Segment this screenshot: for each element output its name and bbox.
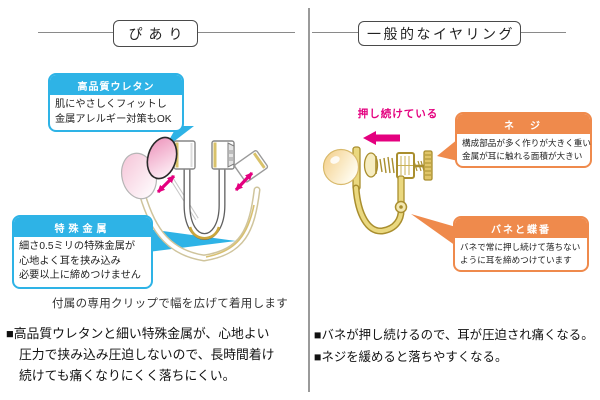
- callout-spring-hinge: バネと蝶番 バネで常に押し続けて落ちない ように耳を締めつけています: [453, 216, 589, 272]
- screw-mechanism: [363, 150, 433, 181]
- spring-coil: [379, 156, 395, 174]
- right-panel-title: 一般的なイヤリング: [358, 21, 521, 46]
- callout-urethane: 高品質ウレタン 肌にやさしくフィットし 金属アレルギー対策もOK: [48, 73, 184, 133]
- callout-screw-line: 構成部品が多く作りが大きく重い: [462, 138, 591, 148]
- left-summary-line: 続けても痛くなりにくく落ちにくい。: [19, 368, 236, 383]
- ear-hook: [352, 184, 405, 235]
- pearl-pad: [322, 148, 360, 186]
- callout-special-metal-line: 細さ0.5ミリの特殊金属が: [19, 241, 136, 252]
- screw-earring-illustration: [322, 131, 458, 246]
- clip-cylinder: [234, 150, 269, 183]
- left-panel-title-label: ぴあり: [128, 25, 189, 42]
- squeeze-arrow-left: [156, 174, 176, 194]
- center-divider: [308, 8, 310, 392]
- left-summary-line: ■高品質ウレタンと細い特殊金属が、心地よい: [6, 326, 270, 341]
- callout-special-metal-line: 心地よく耳を挟み込み: [19, 255, 121, 267]
- callout-special-metal: 特殊金属 細さ0.5ミリの特殊金属が 心地よく耳を挟み込み 必要以上に締めつけま…: [12, 215, 153, 289]
- callout-screw-line: 金属が耳に触れる面積が大きい: [462, 150, 583, 161]
- left-summary-note: ■高品質ウレタンと細い特殊金属が、心地よい 圧力で挟み込み圧迫しないので、長時間…: [6, 323, 302, 386]
- squeeze-arrow-right: [234, 171, 254, 192]
- special-metal-u-wire: [183, 162, 226, 240]
- screw-knob: [423, 150, 433, 181]
- piari-earring-illustration: [120, 126, 269, 262]
- callout-urethane-title: 高品質ウレタン: [50, 75, 182, 95]
- right-summary-line: ■バネが押し続けるので、耳が圧迫され痛くなる。: [314, 328, 594, 342]
- right-summary-note: ■バネが押し続けるので、耳が圧迫され痛くなる。 ■ネジを緩めると落ちやすくなる。: [314, 324, 598, 368]
- push-arrow-icon: [363, 131, 400, 145]
- callout-urethane-line: 肌にやさしくフィットし: [55, 99, 167, 110]
- push-annotation: 押し続けている: [357, 108, 439, 120]
- callout-screw-title: ネ ジ: [457, 114, 590, 134]
- left-figure-caption: 付属の専用クリップで幅を広げて着用します: [52, 298, 288, 310]
- hinge: [394, 200, 408, 214]
- urethane-pad-front: [146, 136, 178, 180]
- left-panel-title: ぴあり: [113, 20, 198, 47]
- right-summary-line: ■ネジを緩めると落ちやすくなる。: [314, 350, 508, 364]
- callout-tail-screw: [437, 139, 458, 161]
- callout-spring-hinge-line: バネで常に押し続けて落ちない: [460, 242, 581, 252]
- callout-special-metal-line: 必要以上に締めつけません: [19, 270, 141, 282]
- left-summary-line: 圧力で挟み込み圧迫しないので、長時間着け: [19, 347, 275, 362]
- callout-spring-hinge-line: ように耳を締めつけています: [460, 254, 572, 265]
- callout-spring-hinge-title: バネと蝶番: [455, 218, 587, 238]
- callout-special-metal-title: 特殊金属: [14, 217, 151, 237]
- screw-pad: [363, 152, 379, 178]
- callout-urethane-line: 金属アレルギー対策もOK: [55, 113, 172, 125]
- callout-screw: ネ ジ 構成部品が多く作りが大きく重い 金属が耳に触れる面積が大きい: [455, 112, 592, 168]
- right-arm-cylinder: [211, 140, 235, 170]
- hinge-arm: [397, 175, 405, 206]
- right-panel-title-label: 一般的なイヤリング: [366, 25, 516, 42]
- callout-tail-spring: [411, 214, 456, 246]
